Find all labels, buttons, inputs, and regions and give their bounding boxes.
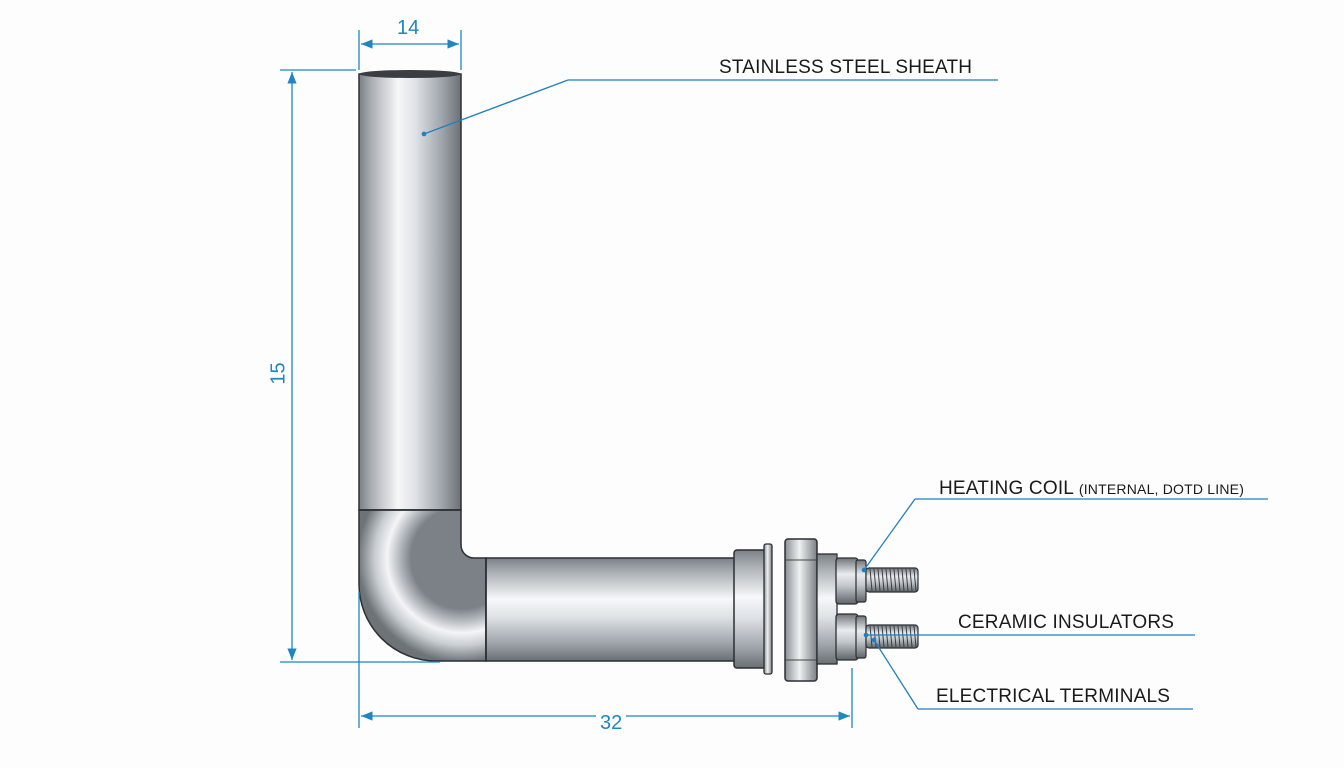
label-stainless-steel-sheath: STAINLESS STEEL SHEATH [719, 57, 973, 78]
upper-ceramic-insulator [835, 557, 859, 605]
thread-line [893, 625, 897, 648]
upper-terminal [835, 557, 919, 605]
stud-threads [869, 568, 917, 648]
thread-line [869, 625, 873, 648]
lower-ceramic-insulator [835, 613, 859, 661]
thread-line [905, 625, 909, 648]
thread-line [873, 568, 877, 592]
flange-neck [816, 553, 838, 665]
thread-line [885, 625, 889, 648]
dimension-top-width [358, 30, 462, 70]
thread-line [869, 568, 873, 592]
upper-nut [855, 559, 867, 603]
leader-coil [861, 498, 1268, 573]
thread-line [913, 625, 917, 648]
label-heating-coil: HEATING COIL (INTERNAL, DOTD LINE) [939, 478, 1244, 500]
dimension-bottom-width-value: 32 [596, 712, 627, 735]
label-electrical-terminals: ELECTRICAL TERMINALS [936, 686, 1171, 707]
tube-top-cap [359, 70, 461, 78]
lower-nut [855, 615, 867, 659]
leader-terminals [871, 637, 1193, 710]
upper-stud [865, 567, 919, 593]
collar [733, 549, 767, 669]
thread-line [889, 625, 893, 648]
thread-line [877, 568, 881, 592]
thread-line [889, 568, 893, 592]
thread-line [885, 568, 889, 592]
dimension-height [280, 69, 440, 663]
vertical-tube [358, 73, 462, 511]
thread-line [901, 625, 905, 648]
thread-line [913, 568, 917, 592]
heating-coil-note: (INTERNAL, DOTD LINE) [1078, 481, 1245, 497]
tube-bend [358, 509, 487, 662]
leader-sheath [421, 79, 998, 137]
thread-line [881, 625, 885, 648]
thread-line [897, 568, 901, 592]
heating-coil-text: HEATING COIL [939, 478, 1074, 499]
thread-line [877, 625, 881, 648]
dimension-height-value: 15 [267, 358, 291, 389]
lower-terminal [835, 613, 919, 661]
collar-ring [763, 543, 773, 675]
thread-line [893, 568, 897, 592]
dimension-top-width-value: 14 [393, 17, 424, 40]
thread-line [909, 625, 913, 648]
thread-line [897, 625, 901, 648]
horizontal-tube [485, 557, 737, 662]
thread-line [901, 568, 905, 592]
thread-line [881, 568, 885, 592]
thread-line [909, 568, 913, 592]
thread-line [905, 568, 909, 592]
label-ceramic-insulators: CERAMIC INSULATORS [958, 612, 1175, 633]
